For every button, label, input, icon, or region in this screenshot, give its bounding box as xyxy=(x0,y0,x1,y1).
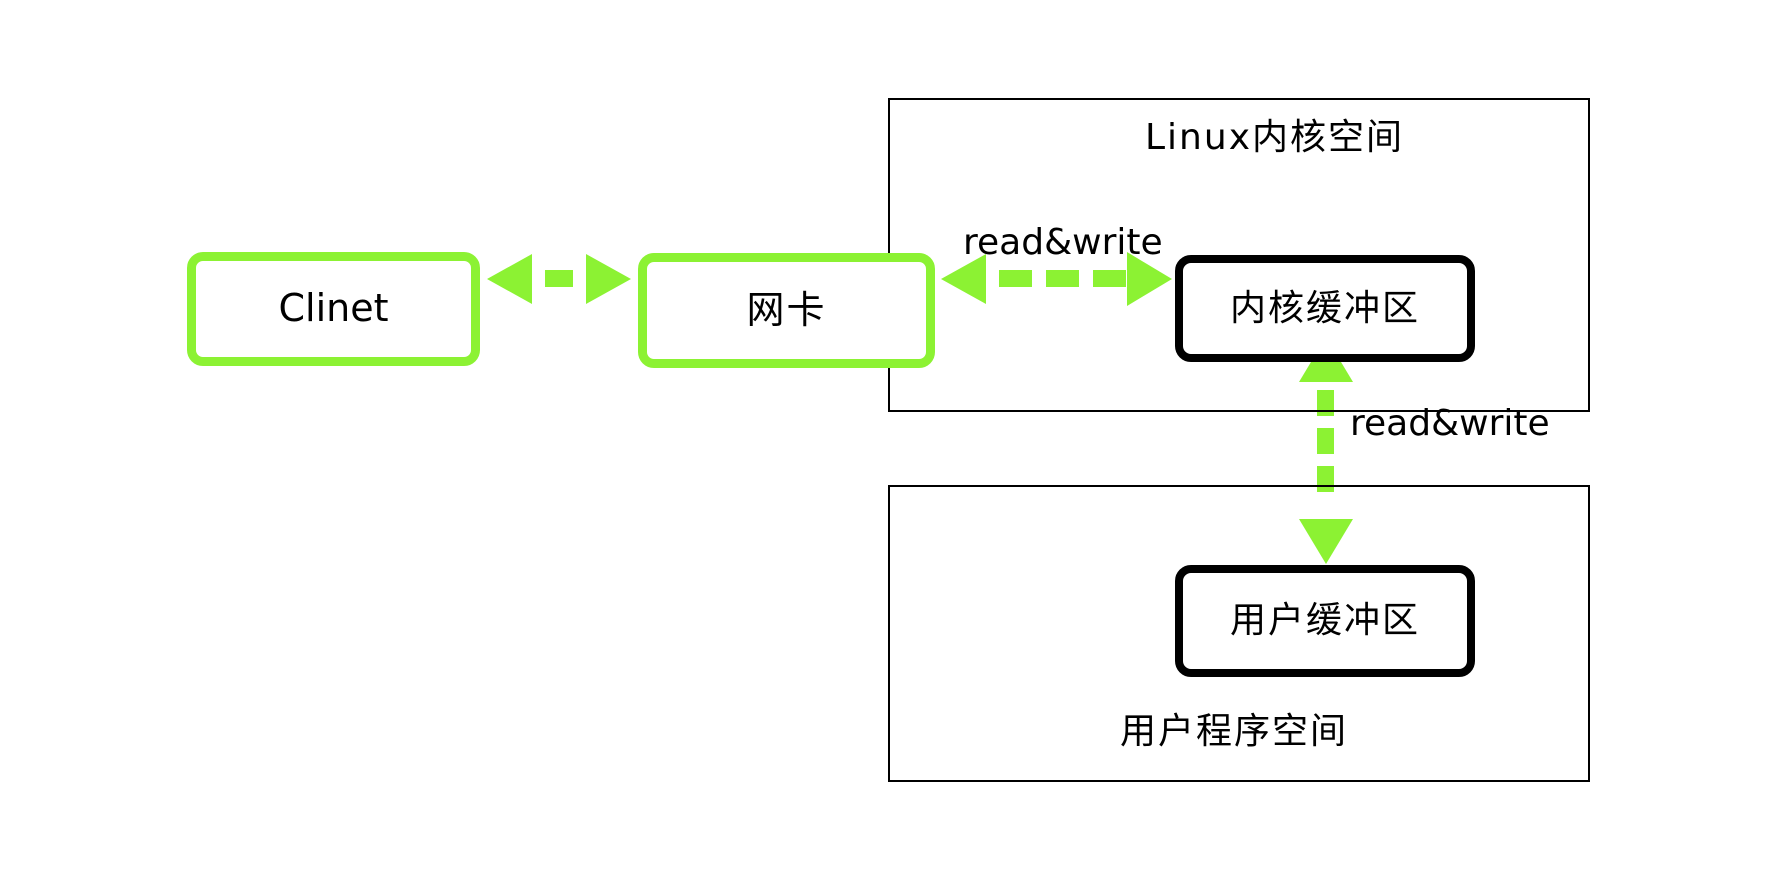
node-kernel-buffer-label: 内核缓冲区 xyxy=(1229,287,1420,329)
node-kernel-buffer[interactable]: 内核缓冲区 xyxy=(1175,255,1475,362)
node-user-buffer-label: 用户缓冲区 xyxy=(1229,600,1420,642)
dash-segment xyxy=(545,270,573,287)
node-client[interactable]: Clinet xyxy=(187,252,480,366)
container-kernel-space-label: Linux内核空间 xyxy=(1145,117,1404,158)
arrowhead-kernel-buffer-left xyxy=(1127,252,1172,306)
container-user-space-label: 用户程序空间 xyxy=(1120,711,1349,752)
edge-label-nic-kernel-buffer: read&write xyxy=(963,222,1163,263)
arrowhead-user-buffer-top xyxy=(1299,519,1353,564)
node-nic[interactable]: 网卡 xyxy=(638,253,935,368)
dash-segment xyxy=(1046,270,1079,287)
node-user-buffer[interactable]: 用户缓冲区 xyxy=(1175,565,1475,677)
node-nic-label: 网卡 xyxy=(746,287,827,332)
container-user-space xyxy=(888,485,1590,782)
arrowhead-nic-left xyxy=(586,254,631,304)
dash-segment xyxy=(1317,428,1334,454)
arrowhead-nic-right xyxy=(941,254,986,304)
node-client-label: Clinet xyxy=(278,286,389,331)
arrowhead-client-left xyxy=(487,254,532,304)
dash-segment xyxy=(1317,390,1334,416)
dash-segment xyxy=(1093,270,1126,287)
edge-label-kernel-buffer-user-buffer: read&write xyxy=(1350,403,1550,444)
dash-segment xyxy=(999,270,1032,287)
